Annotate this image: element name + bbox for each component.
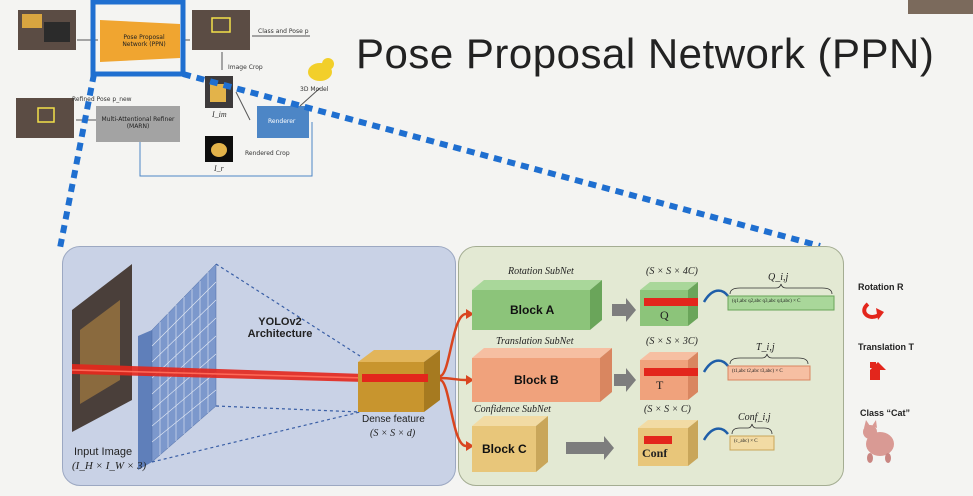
block-b-label: Block B	[514, 373, 559, 387]
rotation-dims-label: (S × S × 4C)	[646, 266, 698, 277]
block-c	[472, 426, 536, 472]
translation-subnet-label: Translation SubNet	[496, 336, 574, 347]
conf-vector-label: (c_abc) × C	[734, 439, 758, 444]
translation-dims-label: (S × S × 3C)	[646, 336, 698, 347]
dense-feature-label: Dense feature	[362, 414, 425, 425]
t-vector-box	[727, 365, 811, 381]
dense-dims-label: (S × S × d)	[370, 428, 416, 439]
marn-box-label: Multi-Attentional Refiner (MARN)	[101, 116, 175, 130]
i-r-label: I_r	[214, 164, 224, 173]
grid-feature-front	[138, 330, 152, 470]
block-a-label: Block A	[510, 303, 555, 317]
confidence-subnet-label: Confidence SubNet	[474, 404, 551, 415]
speaker-video-thumbnail	[908, 0, 973, 14]
translation-output-label: Translation T	[858, 342, 915, 352]
q-vector-label: (q1,abc q2,abc q3,abc q4,abc) × C	[732, 299, 801, 304]
model-3d-label: 3D Model	[300, 86, 329, 93]
input-dims-label: (I_H × I_W × 3)	[72, 460, 147, 472]
rotation-subnet-label: Rotation SubNet	[508, 266, 574, 277]
yolo-label: YOLOv2 Architecture	[247, 316, 313, 340]
t-cube-label: T	[656, 378, 664, 392]
t-cube	[640, 360, 688, 400]
marn-box	[96, 106, 180, 142]
conf-cube-label: Conf	[642, 446, 668, 460]
t-vector-label: (t1,abc t2,abc t3,abc) × C	[732, 369, 783, 374]
block-b	[472, 358, 600, 402]
class-output-label: Class “Cat”	[860, 408, 911, 418]
ppn-highlight-frame	[90, 0, 186, 77]
ppn-trapezoid	[100, 20, 180, 62]
cat-icon	[863, 420, 894, 463]
q-cube-label: Q	[660, 308, 669, 322]
ppn-box-label: Pose Proposal Network (PPN)	[122, 34, 166, 48]
rotation-output-label: Rotation R	[858, 282, 904, 292]
translation-icon	[868, 362, 886, 380]
block-a	[472, 290, 590, 330]
ppn-output-thumbnail	[192, 10, 250, 50]
refined-pose-thumbnail	[16, 98, 74, 138]
block-c-label: Block C	[482, 442, 527, 456]
overview-diagram	[16, 0, 334, 177]
slide-title: Pose Proposal Network (PPN)	[356, 30, 935, 77]
i-im-label: I_im	[212, 110, 227, 119]
q-formula-label: Q_i,j	[768, 272, 789, 283]
rendered-crop-label: Rendered Crop	[245, 150, 290, 157]
t-formula-label: T_i,j	[756, 342, 775, 353]
conf-cube	[638, 428, 688, 466]
refined-pose-label: Refined Pose p_new	[72, 96, 132, 103]
class-and-pose-label: Class and Pose p	[258, 28, 309, 35]
renderer-label: Renderer	[268, 118, 296, 125]
input-image-label: Input Image	[74, 446, 133, 458]
conf-formula-label: Conf_i,j	[738, 412, 771, 423]
confidence-dims-label: (S × S × C)	[644, 404, 691, 415]
conf-vector-box	[729, 435, 775, 451]
q-cube	[640, 290, 688, 326]
q-vector-box	[727, 295, 835, 311]
image-crop-label: Image Crop	[228, 64, 263, 71]
renderer-box	[257, 106, 309, 138]
